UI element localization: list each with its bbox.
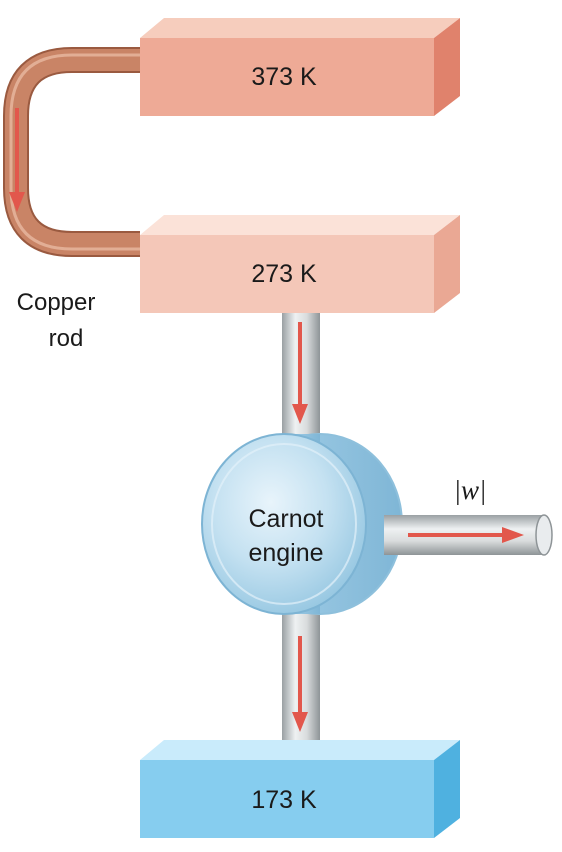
carnot-engine: Carnot engine [201,433,403,615]
reservoir-hot-label: 373 K [251,63,317,91]
upper-pipe [282,313,320,453]
work-label: |w| [454,475,487,505]
reservoir-cold-label: 173 K [251,786,317,814]
work-shaft [384,514,553,556]
reservoir-cold: 173 K [140,740,460,838]
copper-rod-label-line1: Copper [17,289,96,316]
reservoir-mid-label: 273 K [251,260,317,288]
reservoir-hot: 373 K [140,18,460,116]
copper-heat-arrow [9,108,25,212]
lower-pipe [282,612,320,752]
copper-rod-label-line2: rod [49,325,84,352]
engine-label-line2: engine [248,539,323,567]
reservoir-mid: 273 K [140,215,460,313]
engine-label-line1: Carnot [248,505,323,533]
copper-rod [3,47,140,257]
